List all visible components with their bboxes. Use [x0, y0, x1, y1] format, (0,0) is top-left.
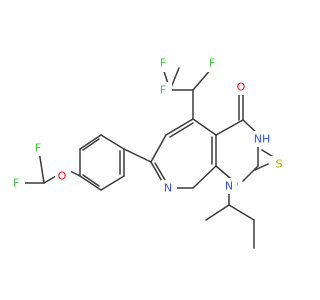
atom-label: F [35, 142, 41, 155]
oxygen-atom: O [55, 168, 71, 184]
molecule-structure: F F F O NH S N N [9, 56, 286, 249]
oxygen-atom: O [233, 79, 249, 95]
bond [38, 150, 45, 184]
atom-label: N [225, 180, 233, 193]
bond [123, 148, 152, 163]
bond [82, 174, 100, 187]
bond [100, 175, 125, 191]
bond [100, 134, 125, 150]
atom-label: O [237, 81, 246, 94]
sulfur-atom: S [270, 156, 286, 172]
fluorine-atom: F [204, 56, 220, 72]
atom-label: S [276, 158, 283, 171]
fluorine-atom: F [31, 140, 47, 156]
atom-label: F [13, 177, 19, 190]
bond [165, 118, 194, 136]
bond [254, 163, 269, 171]
bond [150, 134, 167, 163]
bond [205, 204, 230, 221]
bond [154, 162, 166, 181]
nitrogen-atom: N [221, 178, 237, 194]
atom-label: F [160, 84, 166, 97]
bond [215, 119, 244, 136]
bond [150, 161, 164, 184]
atom-label: O [58, 170, 67, 183]
fluorine-atom: F [155, 56, 171, 72]
bond [192, 165, 217, 189]
molecule-canvas: F F F O NH S N N [9, 56, 286, 249]
atom-label: F [160, 57, 166, 70]
bond [228, 204, 255, 221]
fluorine-atom: F [156, 82, 172, 98]
atom-label: N [164, 182, 172, 195]
bond [79, 134, 102, 150]
bond [242, 165, 259, 182]
atom-label: NH [254, 133, 271, 146]
bond [169, 122, 194, 138]
bond [43, 175, 57, 184]
nitrogen-atom: N [161, 180, 177, 196]
bond [79, 175, 102, 191]
atom-labels: F F F O NH S N N [9, 56, 286, 196]
bond [192, 118, 217, 136]
atom-label: F [209, 57, 215, 70]
fluorine-atom: F [9, 175, 25, 191]
bond [82, 138, 100, 151]
nitrogen-atom: NH [247, 131, 273, 147]
